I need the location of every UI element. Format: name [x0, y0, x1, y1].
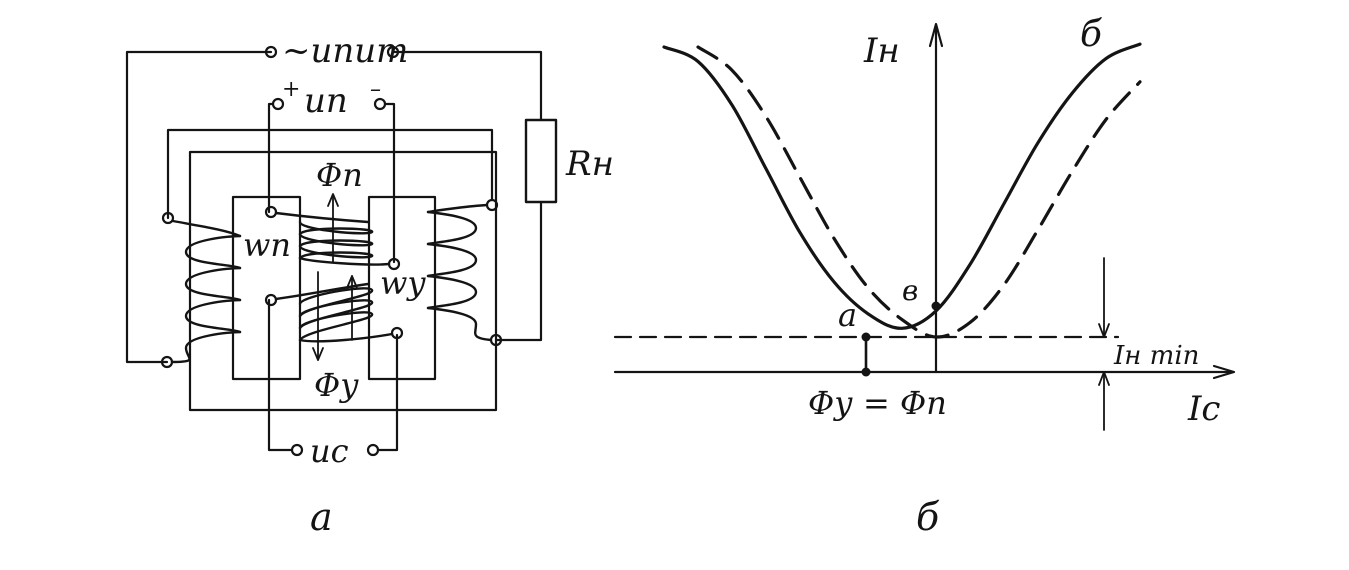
control-terminal-right — [366, 443, 380, 457]
load-winding-right — [426, 203, 493, 342]
control-terminal-left — [290, 443, 304, 457]
load-resistor-label: Rн — [565, 144, 614, 184]
control-wiring — [267, 298, 399, 452]
flux-equality-label: Φу = Φп — [808, 384, 947, 422]
bias-flux-label: Φп — [316, 156, 363, 194]
flux-arrows — [312, 193, 358, 361]
characteristic-plot: Iн Iс a в б Iн min Φу = Φп б — [613, 14, 1236, 539]
bias-voltage-label: uп — [304, 81, 348, 121]
curves — [662, 42, 1142, 339]
winding-terminal — [264, 293, 278, 307]
plot-caption: б — [916, 495, 940, 539]
supply-wiring — [125, 50, 543, 364]
axes — [613, 22, 1236, 380]
circuit-diagram: ~uпит + uп – Rн Φп wп wу Φу uс а — [125, 31, 614, 539]
curve-solid — [662, 42, 1142, 330]
curve-label: б — [1080, 14, 1103, 55]
magnetic-core — [188, 150, 498, 412]
bias-terminal-minus — [373, 97, 387, 111]
outer-winding-wiring — [166, 128, 494, 220]
supply-terminal-right — [386, 45, 400, 59]
control-winding — [274, 282, 394, 343]
x-axis-label: Iс — [1187, 389, 1220, 429]
curve-dashed — [696, 45, 1142, 339]
control-winding-label: wу — [380, 264, 426, 302]
control-flux-label: Φу — [314, 366, 359, 404]
point-a-marker — [861, 332, 871, 342]
point-a-label: a — [838, 296, 857, 334]
load-winding-left — [170, 219, 242, 364]
y-axis-label: Iн — [863, 31, 900, 71]
x-axis-arrow — [1212, 364, 1236, 380]
supply-voltage-label: ~uпит — [282, 31, 408, 71]
min-current-label: Iн min — [1113, 341, 1199, 371]
winding-terminal — [264, 205, 278, 219]
bias-terminal-plus — [271, 97, 285, 111]
point-b-label: в — [902, 274, 918, 307]
control-voltage-label: uс — [310, 432, 349, 470]
bias-winding-label: wп — [243, 226, 291, 264]
y-axis-arrow — [928, 22, 944, 48]
load-resistor — [524, 118, 558, 204]
point-b-marker — [931, 301, 941, 311]
supply-terminal-left — [264, 45, 278, 59]
winding-terminal — [161, 211, 175, 225]
circuit-caption: а — [310, 495, 333, 539]
min-current-dimension — [1098, 257, 1110, 431]
bias-winding — [274, 211, 391, 266]
origin-marker — [861, 367, 871, 377]
bias-minus-label: – — [370, 77, 381, 102]
bias-wiring — [267, 102, 396, 264]
bias-plus-label: + — [282, 77, 300, 102]
